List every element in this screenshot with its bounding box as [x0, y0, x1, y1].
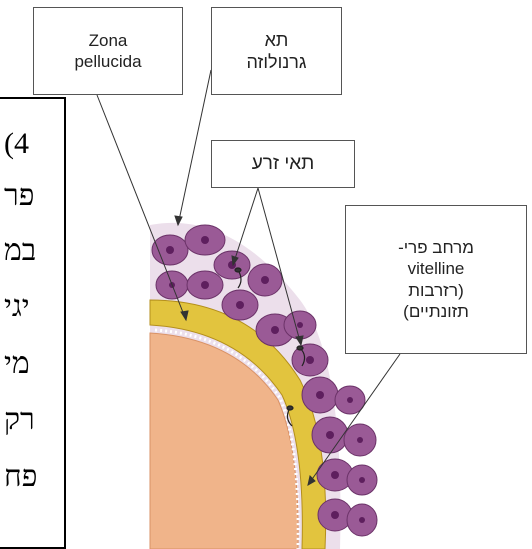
label-text: (רזרבות [408, 280, 463, 301]
label-text: גרנולוזה [247, 51, 307, 74]
question-line: פח [4, 462, 37, 492]
question-line: (4 [4, 129, 29, 159]
question-line: רק [4, 405, 35, 435]
label-text: pellucida [74, 51, 141, 72]
label-zona-pellucida: Zona pellucida [33, 7, 183, 95]
label-perivitelline-space: מרחב פרי- vitelline (רזרבות תזונתיים) [345, 205, 527, 354]
question-line: פר [4, 181, 34, 211]
question-text-panel: (4 פר במ יגי מי רק פח [0, 97, 66, 549]
question-line: מי [4, 349, 30, 379]
label-sperm-cells: תאי זרע [211, 140, 355, 188]
label-text: מרחב פרי- [398, 237, 474, 258]
label-text: תאי זרע [252, 152, 315, 176]
label-text: Zona [89, 30, 128, 51]
question-line: יגי [4, 292, 30, 322]
label-text: vitelline [408, 258, 465, 279]
label-text: תא [265, 29, 289, 52]
label-text: תזונתיים) [403, 301, 469, 322]
label-granulosa-cell: תא גרנולוזה [211, 7, 342, 95]
question-line: במ [4, 236, 36, 266]
